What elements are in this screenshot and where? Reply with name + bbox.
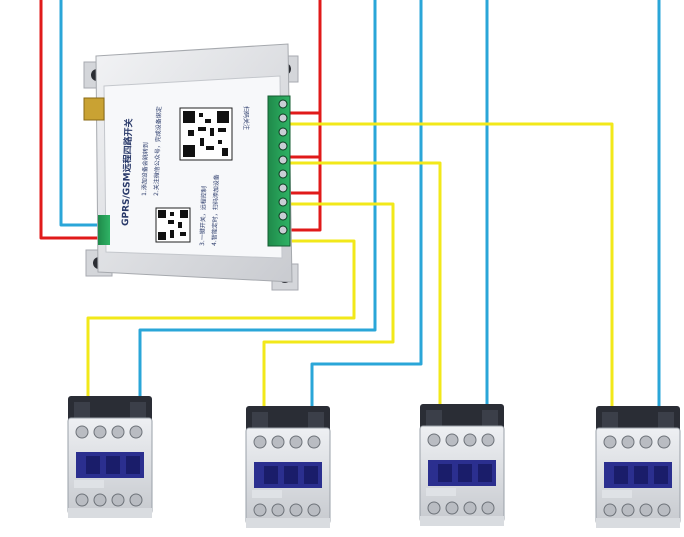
yellow-wire-c4 — [289, 122, 614, 420]
contactor-4 — [595, 405, 681, 529]
red-wire-4 — [289, 193, 322, 232]
blue-wire-c2 — [310, 0, 423, 420]
red-wire-2 — [289, 113, 322, 159]
instruction-step-4: 4.智能定时，扫码添加设备 — [210, 174, 220, 246]
gsm-switch-module: GPRS/GSM远程四路开关 1.添加设备会跳转到 2.关注微信公众号，完成设备… — [83, 43, 299, 291]
yellow-wire-c3 — [289, 161, 442, 420]
yellow-wire-c2 — [262, 202, 395, 420]
contactor-2 — [245, 405, 331, 529]
contactor-1 — [67, 395, 153, 519]
wires — [39, 0, 661, 420]
yellow-wire-c1 — [86, 239, 356, 410]
qr-caption: 扫码关注 — [242, 106, 250, 130]
blue-wire-c1 — [138, 0, 377, 410]
instruction-step-2: 2.关注微信公众号，完成设备绑定 — [152, 106, 163, 196]
red-wire-left — [39, 0, 98, 240]
antenna-connector — [83, 97, 105, 121]
contactor-3 — [419, 403, 505, 527]
module-title: GPRS/GSM远程四路开关 — [119, 118, 135, 226]
qr-code-bottom — [155, 207, 191, 243]
qr-code-top — [179, 107, 233, 161]
instruction-step-3: 3.一键开关，远程控制 — [198, 186, 208, 246]
blue-wire-left — [59, 0, 98, 227]
instruction-step-1: 1.添加设备会跳转到 — [140, 142, 150, 196]
